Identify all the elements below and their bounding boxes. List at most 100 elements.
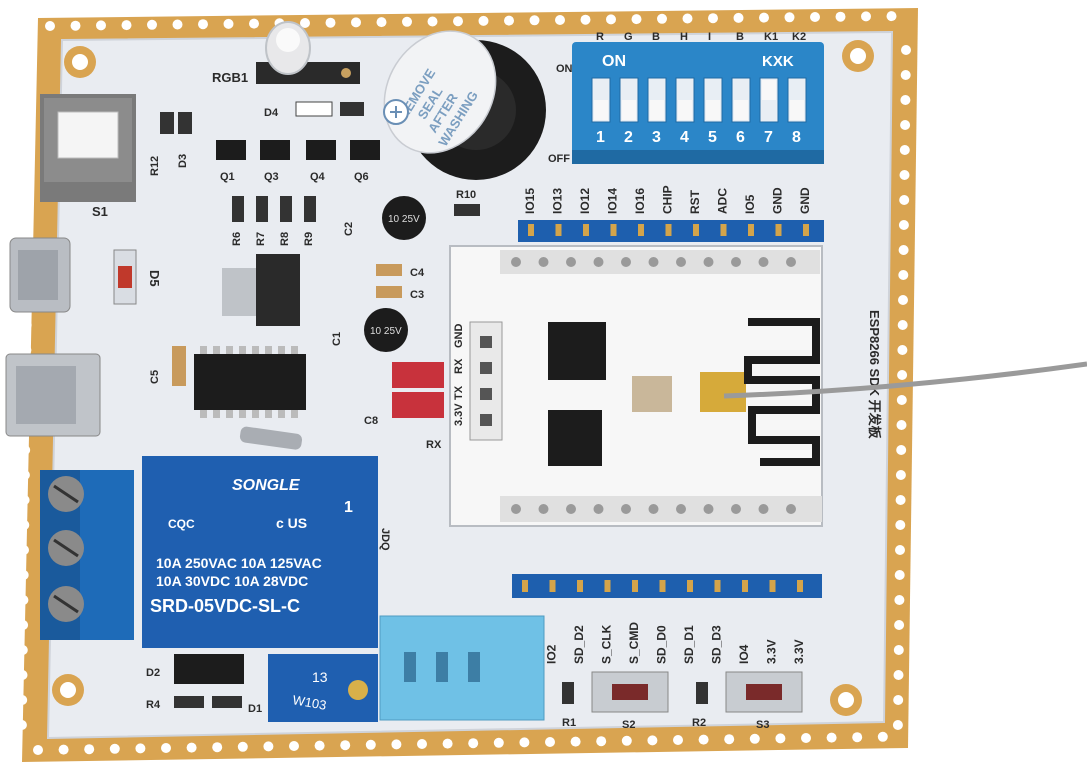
resistor-r10: R10 — [454, 189, 480, 216]
label-q6: Q6 — [354, 171, 369, 183]
dip-number-2: 2 — [624, 129, 633, 146]
pin-label-gnd-10: GND — [798, 187, 812, 214]
pin-label-3-3v-9: 3.3V — [765, 639, 779, 664]
pin-label-io2-1: IO2 — [545, 644, 559, 664]
label-r2: R2 — [692, 717, 706, 729]
capacitors: 10 25V C2 C4 C3 10 25V C1 C5 C8 — [149, 196, 426, 427]
label-jdq: JDQ — [379, 528, 391, 551]
label-s1: S1 — [92, 204, 108, 219]
trimmer-pot[interactable]: 13 W103 — [268, 654, 378, 722]
relay-rating-2: 10A 30VDC 10A 28VDC — [156, 573, 308, 589]
dip-top-label-2: G — [624, 31, 633, 43]
bottom-left-smd: D2 R4 D1 — [146, 654, 262, 715]
ic-chip — [194, 346, 306, 418]
label-c3: C3 — [410, 289, 424, 301]
pin-label-3-3v-10: 3.3V — [792, 639, 806, 664]
relay-number: 1 — [344, 499, 353, 516]
pin-label-io13-1: IO13 — [551, 188, 565, 214]
dip-number-7: 7 — [764, 129, 773, 146]
label-c5: C5 — [149, 370, 161, 384]
pin-label-rst-6: RST — [688, 189, 702, 214]
label-d5: D5 — [147, 270, 162, 287]
label-c1: C1 — [331, 332, 343, 346]
push-button-s1[interactable]: S1 — [40, 94, 136, 219]
antenna-wire — [723, 361, 1087, 399]
svg-text:10 25V: 10 25V — [370, 326, 402, 337]
label-c8: C8 — [364, 415, 378, 427]
crystal — [239, 426, 303, 450]
dip-number-5: 5 — [708, 129, 717, 146]
label-r4: R4 — [146, 699, 161, 711]
pin-label-adc-7: ADC — [716, 188, 730, 214]
pin-label-sd-d2-2: SD_D2 — [572, 625, 586, 664]
pin-label-sd-d1-6: SD_D1 — [682, 625, 696, 664]
label-r7: R7 — [255, 232, 267, 246]
dip-off-label: OFF — [548, 153, 570, 165]
dip-top-label-5: I — [708, 31, 711, 43]
pin-label-s-cmd-4: S_CMD — [627, 622, 641, 664]
relay-cert-right: c US — [276, 515, 307, 531]
dip-top-label-4: H — [680, 31, 688, 43]
label-c2: C2 — [343, 222, 355, 236]
pin-label-io16-4: IO16 — [633, 188, 647, 214]
dip-top-label-7: K1 — [764, 31, 778, 43]
pin-label-io14-3: IO14 — [606, 188, 620, 214]
label-q4: Q4 — [310, 171, 326, 183]
module-pin-label-1: RX — [453, 358, 465, 374]
module-pin-label-2: TX — [453, 385, 465, 400]
label-r1: R1 — [562, 717, 576, 729]
dip-number-1: 1 — [596, 129, 605, 146]
dip-kxk-label: KXK — [762, 53, 794, 70]
label-r12: R12 — [149, 156, 161, 176]
dip-number-4: 4 — [680, 129, 689, 146]
label-s2: S2 — [622, 719, 635, 731]
label-rgb1: RGB1 — [212, 70, 248, 85]
relay-cert-left: CQC — [168, 517, 195, 531]
pin-label-sd-d0-5: SD_D0 — [655, 625, 669, 664]
pin-label-io5-8: IO5 — [743, 194, 757, 214]
pin-label-s-clk-3: S_CLK — [600, 624, 614, 664]
dip-number-8: 8 — [792, 129, 801, 146]
pin-label-chip-5: CHIP — [661, 185, 675, 214]
label-r6: R6 — [231, 232, 243, 246]
relay-brand: SONGLE — [232, 477, 301, 494]
pin-label-io15-0: IO15 — [523, 188, 537, 214]
usb-connectors — [5, 237, 101, 437]
dip-top-label-3: B — [652, 31, 660, 43]
svg-text:10 25V: 10 25V — [388, 214, 420, 225]
pin-label-sd-d3-7: SD_D3 — [710, 625, 724, 664]
label-s3: S3 — [756, 719, 769, 731]
module-pin-label-3: 3.3V — [453, 403, 465, 426]
module-pin-label-0: GND — [453, 324, 465, 349]
label-d1: D1 — [248, 703, 262, 715]
label-r9: R9 — [303, 232, 315, 246]
jumpers[interactable]: RX — [392, 362, 444, 451]
dip-number-3: 3 — [652, 129, 661, 146]
label-d3: D3 — [177, 154, 189, 168]
dip-top-label-1: R — [596, 31, 604, 43]
relay: SONGLE CQC c US 1 10A 250VAC 10A 125VAC … — [142, 456, 391, 648]
trimmer-value: W103 — [291, 692, 327, 713]
dht-sensor — [379, 615, 545, 721]
pin-label-io12-2: IO12 — [578, 188, 592, 214]
label-c4: C4 — [410, 267, 425, 279]
mounting-holes — [52, 40, 874, 716]
tact-switch-s3[interactable]: S3 R2 — [692, 671, 803, 731]
diode-d5: D5 — [113, 249, 162, 305]
label-rx: RX — [426, 439, 442, 451]
relay-model: SRD-05VDC-SL-C — [150, 596, 300, 616]
tact-switch-s2[interactable]: S2 R1 — [562, 671, 669, 731]
dip-top-label-8: K2 — [792, 31, 806, 43]
label-d4: D4 — [264, 107, 279, 119]
svg-text:ON: ON — [556, 63, 573, 75]
label-q3: Q3 — [264, 171, 279, 183]
screw-terminal — [40, 470, 134, 640]
relay-rating-1: 10A 250VAC 10A 125VAC — [156, 555, 322, 571]
